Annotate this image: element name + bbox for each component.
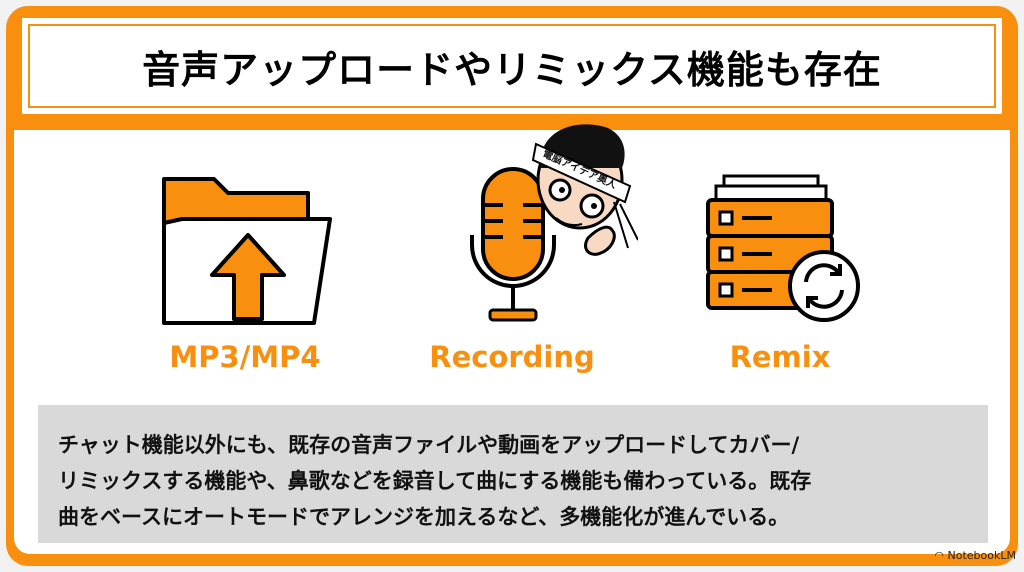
slide-title: 音声アップロードやリミックス機能も存在 bbox=[142, 47, 882, 92]
server-sync-icon bbox=[706, 174, 860, 322]
microphone-icon bbox=[470, 167, 556, 322]
notebooklm-logo-icon: ◠ bbox=[934, 549, 948, 562]
feature-label-mp3-mp4: MP3/MP4 bbox=[169, 340, 321, 374]
brand-label: NotebookLM bbox=[947, 549, 1016, 562]
description-box: チャット機能以外にも、既存の音声ファイルや動画をアップロードしてカバー/ リミッ… bbox=[38, 405, 988, 543]
mascot-illustration: 電脳アイデア奥人 bbox=[531, 124, 638, 256]
description-line: チャット機能以外にも、既存の音声ファイルや動画をアップロードしてカバー/ bbox=[58, 433, 800, 457]
description-line: リミックスする機能や、鼻歌などを録音して曲にする機能も備わっている。既存 bbox=[58, 469, 812, 493]
title-box: 音声アップロードやリミックス機能も存在 bbox=[22, 18, 1002, 114]
feature-label-remix: Remix bbox=[729, 340, 831, 374]
notebooklm-watermark: ◠ NotebookLM bbox=[934, 549, 1016, 562]
feature-label-recording: Recording bbox=[429, 340, 595, 374]
description-line: 曲をベースにオートモードでアレンジを加えるなど、多機能化が進んでいる。 bbox=[58, 505, 790, 529]
folder-upload-icon bbox=[162, 177, 332, 325]
